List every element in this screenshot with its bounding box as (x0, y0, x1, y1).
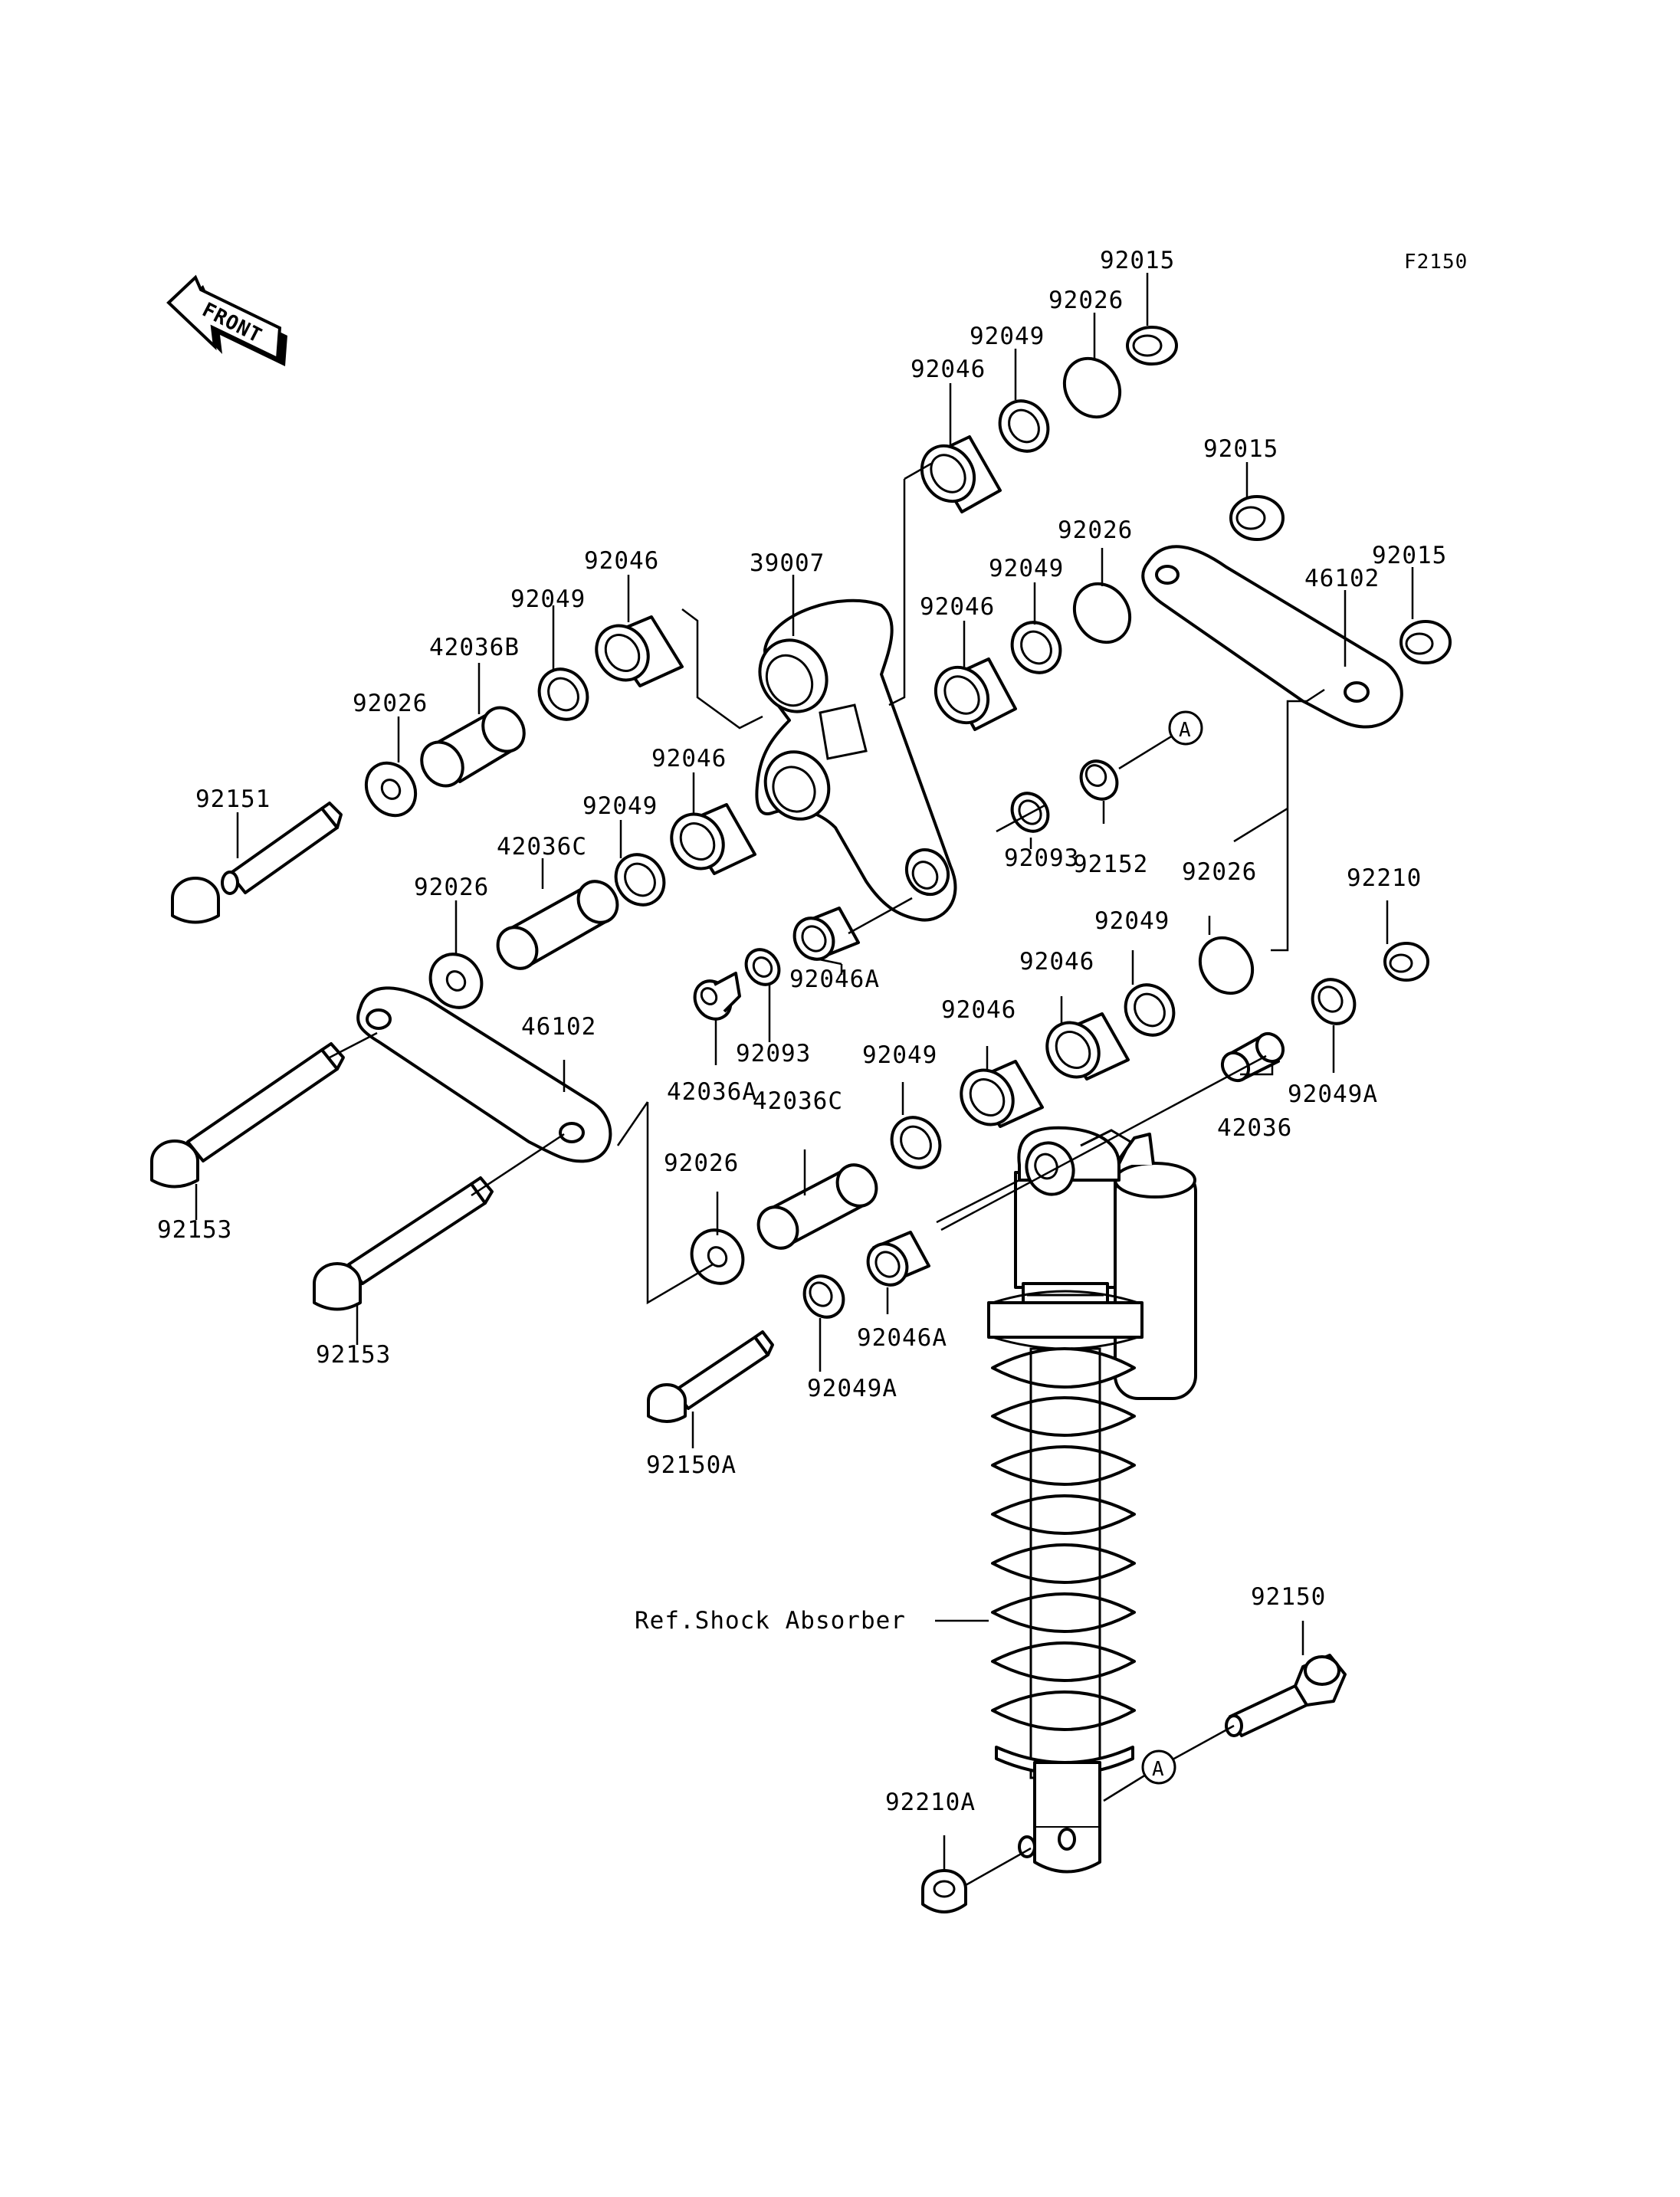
label-92026: 92026 (1182, 858, 1257, 886)
label-92046: 92046 (651, 745, 727, 772)
label-92093: 92093 (1004, 844, 1079, 872)
label-92046A: 92046A (789, 966, 880, 993)
label-42036: 42036 (1217, 1114, 1292, 1142)
rocker-arm-39007 (755, 598, 957, 922)
nut-92210 (1383, 942, 1429, 982)
label-92026: 92026 (414, 874, 489, 901)
bearing-92046-upper-left (595, 615, 684, 687)
label-92151: 92151 (195, 785, 271, 813)
washer-92026-upper-left (364, 761, 418, 818)
label-92049: 92049 (1094, 907, 1170, 935)
label-42036B: 42036B (429, 634, 520, 661)
label-46102: 46102 (1304, 565, 1380, 592)
nut-92015-mid (1229, 495, 1285, 541)
label-92049A: 92049A (1288, 1080, 1378, 1108)
label-92046A: 92046A (857, 1324, 947, 1352)
label-92046: 92046 (911, 356, 986, 383)
label-42036C: 42036C (753, 1087, 843, 1115)
label-92026: 92026 (1048, 287, 1124, 314)
bearing-92046-lower-b (1045, 1012, 1130, 1080)
link-46102-left (356, 986, 612, 1163)
collar-42036B (420, 706, 526, 788)
seal-92049A-right (1311, 978, 1357, 1025)
link-46102-right (1141, 545, 1403, 729)
label-92152: 92152 (1073, 851, 1148, 878)
leader-lines (195, 273, 1414, 1887)
label-92015: 92015 (1203, 435, 1278, 463)
label-39007: 39007 (750, 549, 825, 577)
label-92046: 92046 (584, 547, 659, 575)
washer-92026-middle-left (428, 953, 484, 1009)
seal-92049-upper-left (537, 667, 589, 721)
svg-text:A: A (1179, 719, 1192, 742)
seal-92049-top (998, 399, 1050, 453)
label-92150A: 92150A (646, 1451, 737, 1479)
bearing-92046-middle-left (670, 803, 756, 875)
label-92153: 92153 (157, 1216, 232, 1244)
label-42036C: 42036C (497, 833, 587, 861)
seal-92049-lower-center (890, 1116, 942, 1169)
label-92049: 92049 (970, 323, 1045, 350)
label-92015: 92015 (1100, 247, 1175, 274)
part-labels: 92015 92026 92049 92046 92015 92026 9201… (157, 247, 1447, 1816)
label-92026: 92026 (1058, 516, 1133, 544)
label-92093: 92093 (736, 1040, 811, 1067)
nut-92015-right (1399, 620, 1452, 664)
washer-92026-lower-right (1198, 936, 1255, 995)
label-92210: 92210 (1347, 864, 1422, 892)
bolt-92150 (1225, 1654, 1347, 1737)
collar-42036C-lower (756, 1163, 878, 1250)
label-92049: 92049 (582, 792, 658, 820)
label-92046: 92046 (941, 996, 1016, 1024)
seal-92049-middle-left (614, 853, 666, 907)
label-92049: 92049 (989, 555, 1064, 582)
callout-a-top: A (1168, 710, 1203, 746)
bearing-92046-lower-a (960, 1060, 1044, 1128)
label-92049: 92049 (862, 1041, 937, 1069)
label-46102: 46102 (521, 1013, 596, 1041)
callout-a-bottom: A (1141, 1749, 1176, 1785)
ref-shock-absorber-label: Ref.Shock Absorber (635, 1607, 906, 1635)
seal-92093-lower (744, 948, 781, 986)
figure-code: F2150 (1404, 251, 1468, 274)
svg-text:A: A (1152, 1758, 1165, 1781)
washer-92026-top (1062, 356, 1122, 419)
bearing-92046A-upper (792, 907, 860, 961)
bearing-92046-mid (934, 657, 1017, 731)
bolt-92153-lower (313, 1176, 494, 1311)
nut-92015-top (1126, 326, 1178, 366)
collar-92152 (1079, 759, 1119, 801)
bolt-92150A (647, 1330, 774, 1423)
shock-absorber (987, 1126, 1197, 1874)
label-42036A: 42036A (667, 1078, 757, 1106)
label-92026: 92026 (664, 1149, 739, 1177)
bearing-92046A-lower (866, 1231, 930, 1287)
washer-92026-mid (1072, 582, 1132, 644)
label-92049: 92049 (510, 585, 586, 613)
label-92049A: 92049A (807, 1375, 897, 1402)
label-92046: 92046 (1019, 948, 1094, 976)
label-92046: 92046 (920, 593, 995, 621)
label-92153: 92153 (316, 1341, 391, 1369)
bolt-92153-upper (150, 1042, 345, 1189)
bolt-92151 (171, 802, 343, 924)
seal-92049A-lower (802, 1274, 845, 1319)
label-92210A: 92210A (885, 1789, 976, 1816)
label-92026: 92026 (353, 690, 428, 717)
collar-42036A (693, 972, 741, 1021)
label-92150: 92150 (1251, 1583, 1326, 1611)
front-arrow-icon: FRONT (166, 274, 287, 366)
nut-92210A (921, 1869, 967, 1913)
collar-42036C-upper (496, 880, 619, 970)
seal-92049-lower-right (1124, 983, 1176, 1037)
bearing-92046-top (920, 435, 1002, 513)
seal-92049-mid (1010, 621, 1062, 674)
label-92015: 92015 (1372, 542, 1447, 569)
